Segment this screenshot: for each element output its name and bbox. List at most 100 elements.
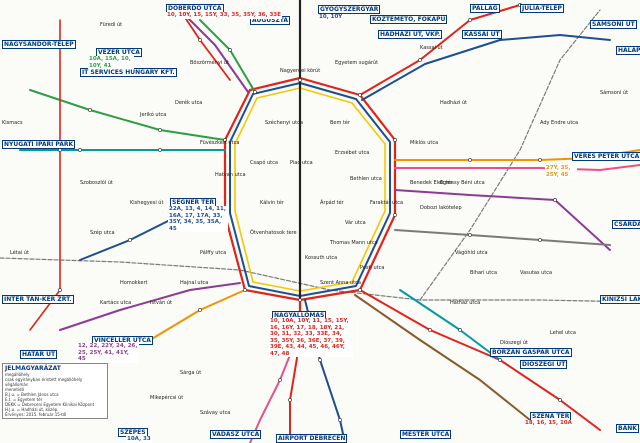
route-inner-ring-yellow — [234, 87, 386, 292]
street-label: Kartács utca — [100, 300, 132, 306]
hub-csarda: CSÁRDA — [612, 220, 640, 229]
stop-16 — [158, 128, 162, 132]
street-label: Kassai út — [420, 45, 443, 51]
stop-11 — [468, 18, 472, 22]
stop-2 — [358, 93, 362, 97]
route-north-purple — [179, 9, 249, 93]
hub-nagysandor: NAGYSÁNDOR-TELEP — [2, 40, 76, 49]
street-label: Füredi út — [100, 22, 123, 28]
street-label: Bem tér — [330, 120, 351, 126]
legend-title: JELMAGYARÁZAT — [5, 365, 61, 372]
street-label: Pálffy utca — [200, 250, 227, 256]
stop-18 — [158, 148, 162, 152]
street-label: Dobozi lakótelep — [420, 205, 462, 211]
stop-4 — [393, 213, 397, 217]
street-label: Szoboszlói út — [80, 180, 113, 186]
routes-vincell: 12, 22, 22Y, 24, 26, 25, 25Y, 41, 41Y, 4… — [77, 343, 139, 363]
street-label: Létai út — [10, 250, 29, 256]
route-east-grey — [394, 229, 611, 246]
hub-hadhaz-ut-vkp: HADHÁZI ÚT, VKP. — [378, 30, 443, 39]
street-label: Hadházi út — [440, 100, 467, 106]
street-label: Szent Anna utca — [320, 280, 361, 286]
legend-row: menetidő — [5, 387, 25, 392]
hub-inter-tan-ker: INTER TAN-KER ZRT. — [2, 295, 74, 304]
street-label: Hatvan utca — [215, 172, 246, 178]
route-kassai-blue — [361, 34, 611, 101]
street-label: Miklós utca — [410, 140, 439, 146]
routes-doberdo: 10, 10Y, 15, 15Y, 33, 35, 35Y, 36, 33E — [166, 12, 282, 19]
stop-26 — [428, 328, 432, 332]
stop-3 — [393, 138, 397, 142]
street-label: Bihari utca — [470, 270, 498, 276]
street-label: Vár utca — [345, 220, 366, 226]
stop-7 — [243, 288, 247, 292]
street-label: Jerikó utca — [140, 112, 167, 118]
street-label: Derék utca — [175, 100, 203, 106]
stop-39 — [553, 198, 557, 202]
hub-kinizsi-laktanya: KINIZSI LAKTANYA — [600, 295, 640, 304]
legend-row: H.J.u. = Hadházi út, közép. — [5, 407, 59, 412]
street-label: Thomas Mann utca — [330, 240, 378, 246]
stop-37 — [58, 288, 62, 292]
routes-gyogyszergyar: 10, 10Y — [318, 14, 344, 21]
legend-row: Érvényes: 2015. február 15-től — [5, 412, 67, 417]
legend-row: B.J.u. = Bethlen János utca — [5, 392, 59, 397]
street-label: Lehel utca — [550, 330, 576, 336]
street-label: Mikepércsi út — [150, 395, 184, 401]
street-label: Sámsoni út — [600, 90, 629, 96]
stop-33 — [458, 328, 462, 332]
stop-30 — [228, 48, 232, 52]
legend-row: megállóhely — [5, 372, 30, 377]
street-label: Kishegyesi út — [130, 200, 164, 206]
hub-diosszegi-ut: DIÓSZEGI ÚT — [520, 360, 568, 369]
hub-kassai-ut: KASSAI ÚT — [462, 30, 502, 39]
hub-mester-utca: MESTER UTCA — [400, 430, 452, 439]
stop-34 — [468, 233, 472, 237]
stop-29 — [198, 38, 202, 42]
routes-szena-ter: 18, 16, 15, 10A — [524, 420, 573, 427]
stop-23 — [288, 398, 292, 402]
stop-17 — [88, 108, 92, 112]
hub-koztemeto-fokapu: KÖZTEMETŐ, FŐKAPU — [370, 15, 448, 24]
route-southeast-brown — [354, 294, 531, 421]
street-label: Széchenyi utca — [265, 120, 303, 126]
street-label: Hatház utca — [450, 300, 481, 306]
stop-24 — [318, 358, 322, 362]
hub-hatar-ut: HATÁR ÚT — [20, 350, 58, 359]
legend-row: DEKK = Debreceni Egyetem Klinikai Közpon… — [5, 402, 95, 407]
street-label: Nagyerdei körút — [280, 68, 321, 74]
hub-veres-peter-utca: VERES PÉTER UTCA — [572, 152, 640, 161]
stop-20 — [198, 308, 202, 312]
routes-szepes: 10A, 33 — [126, 436, 152, 443]
street-label: Szép utca — [90, 230, 115, 236]
street-label: Homokkert — [120, 280, 148, 286]
route-east-purple — [394, 189, 611, 251]
hub-pallag: PALLAG — [470, 4, 500, 13]
street-label: Piac utca — [290, 160, 313, 166]
routes-nagyallomas: 10, 10A, 10Y, 11, 15, 15Y, 16, 16Y, 17, … — [269, 318, 353, 357]
route-west-outer-red — [29, 19, 61, 331]
street-label: Hajnal utca — [180, 280, 209, 286]
route-inner-ring-blue — [229, 82, 391, 297]
stop-0 — [253, 90, 257, 94]
street-label: Kismacs — [2, 120, 23, 126]
street-label: Árpád tér — [320, 200, 344, 206]
stop-13 — [468, 158, 472, 162]
stop-25 — [338, 418, 342, 422]
stop-9 — [223, 138, 227, 142]
hub-nyugati-ipari-park: NYUGATI IPARI PARK — [2, 140, 76, 149]
street-label: Pesti utca — [360, 265, 385, 271]
street-label: Vágóhíd utca — [455, 250, 488, 256]
hub-samsoni-ut: SÁMSONI ÚT — [590, 20, 637, 29]
stop-6 — [298, 298, 302, 302]
street-label: Egressy Béni utca — [440, 180, 485, 186]
street-label: Faraktár utca — [370, 200, 404, 206]
route-southwest-purple — [59, 282, 241, 331]
stop-1 — [298, 78, 302, 82]
street-label: Csapó utca — [250, 160, 278, 166]
street-label: Füvészkert utca — [200, 140, 240, 146]
street-label: Szávay utca — [200, 410, 231, 416]
route-samsoni-pink — [394, 164, 640, 171]
street-label: Egyetem sugárút — [335, 60, 379, 66]
